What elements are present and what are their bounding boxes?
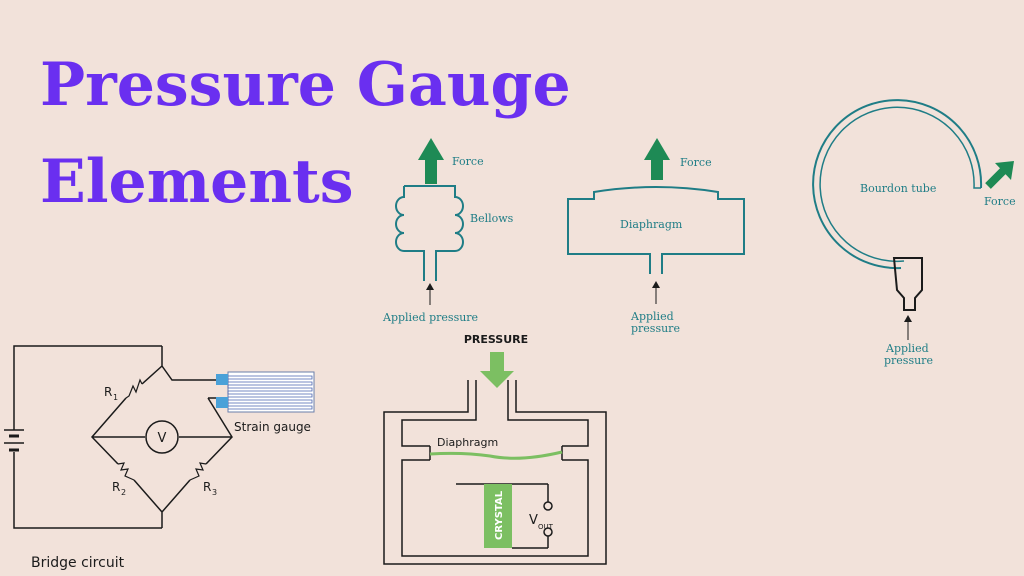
diaphragm-force-label: Force <box>680 156 712 169</box>
r1-label: R <box>104 385 112 399</box>
bellows-diagram: Force Bellows Applied pressure <box>382 138 514 324</box>
force-arrow-icon <box>644 138 670 180</box>
resistor-r1 <box>125 378 143 399</box>
r2-subscript: 2 <box>121 488 126 497</box>
diaphragm-applied-label-1: Applied <box>630 310 674 323</box>
r3-subscript: 3 <box>212 488 217 497</box>
diaphragm-label: Diaphragm <box>437 436 498 449</box>
bourdon-applied-label-2: pressure <box>884 354 933 367</box>
pressure-label: PRESSURE <box>464 333 528 346</box>
bourdon-force-label: Force <box>984 195 1016 208</box>
diaphragm-chamber <box>567 186 745 274</box>
strain-gauge-label: Strain gauge <box>234 420 311 434</box>
resistor-r2 <box>117 462 135 481</box>
r1-subscript: 1 <box>113 393 118 402</box>
piezoelectric-diagram: PRESSURE Diaphragm CRYSTAL V OUT <box>383 333 607 565</box>
bellows-force-label: Force <box>452 155 484 168</box>
crystal-label: CRYSTAL <box>494 490 505 540</box>
bourdon-applied-label-1: Applied <box>885 342 929 355</box>
diaphragm-applied-label-2: pressure <box>631 322 680 335</box>
force-arrow-icon <box>418 138 444 184</box>
bellows-label: Bellows <box>470 212 514 225</box>
piezo-housing <box>383 380 607 565</box>
bourdon-tube-diagram: Bourdon tube Force Applied pressure <box>812 99 1016 367</box>
applied-pressure-arrow-icon <box>652 281 660 304</box>
strain-gauge-icon <box>216 371 315 413</box>
force-arrow-icon <box>985 161 1014 189</box>
diaphragm-element-label: Diaphragm <box>620 218 683 231</box>
voltmeter-label: V <box>158 431 167 446</box>
bourdon-tube-element <box>812 99 983 270</box>
page-title-line-1: Pressure Gauge <box>40 50 571 120</box>
page-title-line-2: Elements <box>40 147 354 217</box>
bellows-element <box>395 185 464 281</box>
bourdon-socket <box>892 257 923 311</box>
vout-subscript: OUT <box>538 523 554 531</box>
applied-pressure-arrow-icon <box>426 283 434 305</box>
bridge-circuit-caption: Bridge circuit <box>31 555 125 571</box>
vout-label: V <box>529 513 538 528</box>
bridge-circuit-diagram: R 1 R 2 R 3 V Strain gauge Bridge circui… <box>4 345 315 571</box>
resistor-r3 <box>189 462 207 481</box>
r3-label: R <box>203 480 211 494</box>
diaphragm-gauge-diagram: Force Diaphragm Applied pressure <box>567 138 745 335</box>
crystal-element <box>484 484 512 548</box>
pressure-arrow-icon <box>480 352 514 388</box>
bellows-applied-pressure-label: Applied pressure <box>382 311 478 324</box>
r2-label: R <box>112 480 120 494</box>
bourdon-tube-label: Bourdon tube <box>860 182 936 195</box>
applied-pressure-arrow-icon <box>904 315 912 340</box>
voltmeter-icon: V <box>145 420 179 454</box>
battery-icon <box>4 429 24 452</box>
piezo-diaphragm <box>429 450 563 460</box>
